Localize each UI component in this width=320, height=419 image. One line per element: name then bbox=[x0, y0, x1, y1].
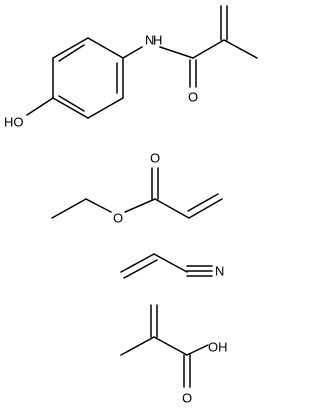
ring-bond-6 bbox=[52, 37, 89, 59]
acryl-double-bond-b bbox=[123, 259, 158, 279]
carbonyl-oxygen-label: O bbox=[150, 151, 160, 166]
carboxyl-hydroxyl-bond bbox=[186, 344, 209, 356]
amide-nitrogen-label: N bbox=[145, 33, 154, 48]
acid-methyl-bond bbox=[120, 336, 155, 356]
nitrile-nitrogen-label: N bbox=[215, 264, 224, 279]
acid-oxygen-label: O bbox=[182, 391, 192, 406]
ring-to-nitrogen-bond bbox=[122, 46, 143, 59]
molecule-hydroxyphenyl-methacrylamide: HO N H O bbox=[4, 5, 258, 130]
amide-hydrogen-label: H bbox=[153, 33, 162, 48]
ring-bond-1 bbox=[87, 37, 124, 59]
chemical-structures-diagram: HO N H O O O bbox=[4, 5, 258, 406]
ring-double-bond-inner-2 bbox=[58, 95, 85, 112]
hydroxyl-bond bbox=[26, 97, 54, 116]
carbonyl-to-alpha-bond bbox=[192, 39, 225, 59]
benzene-ring bbox=[52, 37, 124, 119]
ester-oxygen-label: O bbox=[113, 211, 123, 226]
structure-canvas: HO N H O O O bbox=[4, 5, 258, 406]
ring-bond-3 bbox=[87, 97, 124, 119]
oxygen-to-carbonyl-bond bbox=[124, 198, 156, 213]
ring-bond-4 bbox=[52, 97, 89, 119]
carbonyl-to-vinyl-bond bbox=[154, 198, 190, 219]
acryl-double-bond-a bbox=[120, 253, 155, 273]
hydroxyl-label: HO bbox=[4, 115, 24, 130]
molecule-ethyl-acrylate: O O bbox=[51, 151, 223, 226]
nitrogen-to-carbonyl-bond bbox=[159, 46, 194, 59]
acryl-single-bond bbox=[153, 253, 188, 273]
ring-double-bond-inner-3 bbox=[58, 44, 85, 62]
methyl-bond bbox=[223, 39, 258, 59]
ethyl-methyl-bond bbox=[51, 198, 87, 219]
amide-oxygen-label: O bbox=[188, 90, 198, 105]
alpha-to-carboxyl-bond bbox=[153, 336, 188, 356]
vinyl-double-bond-a bbox=[188, 198, 223, 219]
carboxyl-hydroxyl-label: OH bbox=[208, 340, 228, 355]
ethyl-to-oxygen-bond bbox=[85, 198, 112, 213]
molecule-acrylonitrile: N bbox=[120, 253, 224, 279]
vinyl-double-bond-b bbox=[187, 193, 219, 212]
molecule-methacrylic-acid: OH O bbox=[120, 304, 228, 406]
